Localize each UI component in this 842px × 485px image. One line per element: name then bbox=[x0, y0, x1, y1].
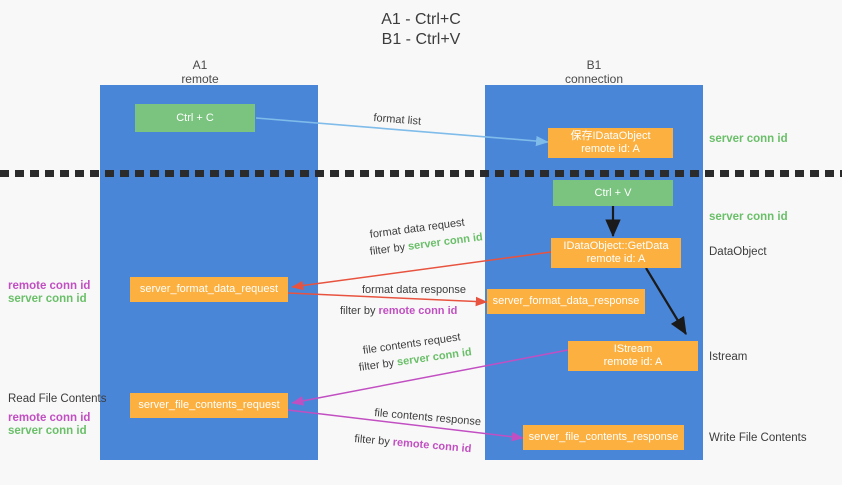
label-read-file-contents: Read File Contents bbox=[8, 393, 107, 405]
box-ctrl-c[interactable]: Ctrl + C bbox=[135, 104, 255, 132]
box-server-format-data-request[interactable]: server_format_data_request bbox=[130, 277, 288, 302]
box-server-file-contents-request[interactable]: server_file_contents_request bbox=[130, 393, 288, 418]
box-idataobject-getdata-line2: remote id: A bbox=[586, 253, 646, 265]
box-server-file-contents-response-label: server_file_contents_response bbox=[528, 431, 679, 443]
column-b1-name: B1 bbox=[586, 58, 602, 72]
divider-dashed-line bbox=[0, 170, 842, 177]
column-a1-sub: remote bbox=[181, 72, 219, 86]
filter-prefix-2: filter by bbox=[340, 305, 379, 317]
filter-prefix-1: filter by bbox=[369, 240, 409, 258]
box-save-idataobject-line2: remote id: A bbox=[581, 143, 640, 155]
filter-prefix-4: filter by bbox=[353, 432, 394, 449]
box-ctrl-c-label: Ctrl + C bbox=[176, 111, 214, 124]
box-istream-line1: IStream bbox=[613, 343, 653, 355]
label-dataobject: DataObject bbox=[709, 246, 767, 258]
filter-prefix-3: filter by bbox=[358, 356, 398, 374]
box-server-file-contents-response[interactable]: server_file_contents_response bbox=[523, 425, 684, 450]
box-save-idataobject-line1: 保存IDataObject bbox=[570, 130, 651, 142]
box-ctrl-v-label: Ctrl + V bbox=[594, 186, 632, 199]
title-line-2: B1 - Ctrl+V bbox=[381, 31, 461, 48]
box-istream[interactable]: IStream remote id: A bbox=[568, 341, 698, 371]
column-header-b1: B1 connection bbox=[485, 58, 703, 86]
box-server-format-data-request-label: server_format_data_request bbox=[139, 283, 279, 295]
filter-key-remote-conn-id-2: remote conn id bbox=[392, 436, 472, 456]
box-save-idataobject[interactable]: 保存IDataObject remote id: A bbox=[548, 128, 673, 158]
filter-key-remote-conn-id-1: remote conn id bbox=[378, 305, 458, 317]
label-server-conn-id-upper: server conn id bbox=[8, 293, 87, 305]
label-remote-conn-id-upper: remote conn id bbox=[8, 280, 91, 292]
edge-label-format-data-response: format data response bbox=[362, 284, 466, 296]
column-a1-name: A1 bbox=[192, 58, 208, 72]
edge-label-format-list: format list bbox=[372, 111, 422, 128]
box-idataobject-getdata[interactable]: IDataObject::GetData remote id: A bbox=[551, 238, 681, 268]
label-istream: Istream bbox=[709, 351, 748, 363]
edge-label-file-contents-response: file contents response bbox=[373, 406, 482, 429]
box-idataobject-getdata-line1: IDataObject::GetData bbox=[563, 240, 669, 252]
label-remote-conn-id-lower: remote conn id bbox=[8, 412, 91, 424]
box-server-format-data-response-label: server_format_data_response bbox=[492, 295, 640, 307]
box-istream-line2: remote id: A bbox=[603, 356, 663, 368]
box-ctrl-v[interactable]: Ctrl + V bbox=[553, 180, 673, 206]
box-server-format-data-response[interactable]: server_format_data_response bbox=[487, 289, 645, 314]
title-line-1: A1 - Ctrl+C bbox=[381, 11, 461, 28]
label-server-conn-id-lower: server conn id bbox=[8, 425, 87, 437]
box-server-file-contents-request-label: server_file_contents_request bbox=[138, 399, 280, 411]
label-write-file-contents: Write File Contents bbox=[709, 432, 807, 444]
diagram-title: A1 - Ctrl+C B1 - Ctrl+V bbox=[0, 10, 842, 50]
label-server-conn-id-top: server conn id bbox=[709, 133, 788, 145]
label-server-conn-id-mid: server conn id bbox=[709, 211, 788, 223]
column-b1-sub: connection bbox=[564, 72, 624, 86]
edge-label-format-data-response-filter: filter by remote conn id bbox=[340, 304, 457, 318]
edge-label-file-contents-response-filter: filter by remote conn id bbox=[354, 432, 472, 456]
column-header-a1: A1 remote bbox=[100, 58, 300, 86]
